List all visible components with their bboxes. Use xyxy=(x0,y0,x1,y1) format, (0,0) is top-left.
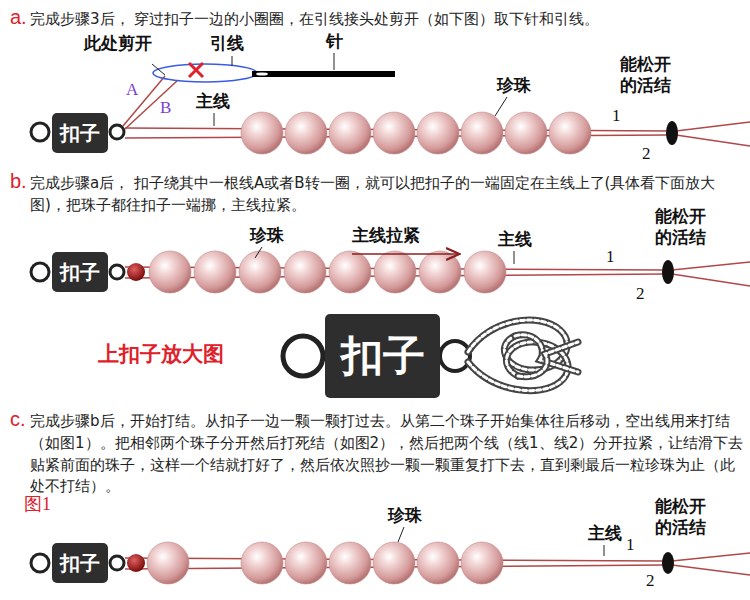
pearl xyxy=(461,542,503,584)
knot-label: 能松开的活结 xyxy=(620,54,673,97)
pearl xyxy=(285,112,327,154)
leader-line xyxy=(334,53,335,70)
clasp-ring xyxy=(110,265,124,279)
leader-line xyxy=(514,251,515,264)
callout-number: 2 xyxy=(646,571,655,591)
pearl xyxy=(373,542,415,584)
part-name: 主线 xyxy=(196,92,230,112)
thread-line xyxy=(676,122,750,131)
pearl xyxy=(194,251,236,293)
slip-knot xyxy=(662,552,674,574)
end-bead xyxy=(127,263,145,281)
thread-line xyxy=(672,274,750,286)
leader-line xyxy=(232,56,233,66)
step-letter: a. xyxy=(10,6,27,29)
clasp-box: 扣子 xyxy=(52,252,108,292)
clasp-label: 扣子 xyxy=(60,550,100,577)
step-letter: b. xyxy=(10,170,27,193)
clasp-ring xyxy=(31,263,49,281)
step-letter: c. xyxy=(10,408,26,431)
clasp-box: 扣子 xyxy=(52,543,108,583)
needle-eye xyxy=(256,72,268,75)
part-name: 主线 xyxy=(498,230,532,250)
pearl xyxy=(241,542,283,584)
part-name: 主线 xyxy=(588,524,622,544)
callout-number: 1 xyxy=(606,247,615,267)
thread-line xyxy=(672,565,750,575)
slip-knot xyxy=(662,260,674,284)
clasp-ring xyxy=(110,125,124,139)
instruction-text: 完成步骤b后，开始打结。从扣子一边一颗一颗打过去。从第二个珠子开始集体往后移动，… xyxy=(30,411,745,498)
clasp-label: 扣子 xyxy=(341,328,425,384)
pearl xyxy=(149,251,191,293)
figure-number: 图1 xyxy=(24,494,51,515)
slip-knot xyxy=(666,121,678,145)
clasp-box: 扣子 xyxy=(52,113,108,153)
cut-label: 此处剪开 xyxy=(84,34,152,54)
clasp-ring xyxy=(110,556,124,570)
clasp-box: 扣子 xyxy=(325,314,440,398)
pearl xyxy=(464,251,506,293)
leader-line xyxy=(495,97,507,116)
callout-number: 1 xyxy=(612,106,621,126)
end-bead xyxy=(127,554,145,572)
pearl xyxy=(147,542,189,584)
pearl xyxy=(285,542,327,584)
instruction-text: 完成步骤3后， 穿过扣子一边的小圈圈，在引线接头处剪开（如下图）取下针和引线。 xyxy=(30,9,745,31)
clasp-label: 扣子 xyxy=(60,259,100,286)
clasp-ring xyxy=(440,341,470,371)
knot-rope-core xyxy=(518,342,578,377)
thread-line xyxy=(672,553,750,561)
pearl xyxy=(329,112,371,154)
clasp-ring xyxy=(283,336,323,376)
callout-number: 1 xyxy=(626,535,635,555)
leader-line xyxy=(255,247,262,258)
thread-name: A xyxy=(126,80,138,100)
part-name: 珍珠 xyxy=(250,226,284,246)
pearl xyxy=(373,112,415,154)
pull-arrow xyxy=(352,253,458,255)
knot-label: 能松开的活结 xyxy=(655,206,708,249)
clasp-ring xyxy=(31,123,49,141)
instruction-text: 完成步骤a后， 扣子绕其中一根线A或者B转一圈，就可以把扣子的一端固定在主线上了… xyxy=(30,173,745,217)
part-name: 珍珠 xyxy=(388,506,422,526)
knot-label: 能松开的活结 xyxy=(655,496,708,539)
leader-line xyxy=(398,527,404,542)
pearl xyxy=(505,112,547,154)
pearl xyxy=(549,112,591,154)
leader-line xyxy=(214,113,215,126)
thread-line xyxy=(672,262,750,270)
pearl xyxy=(417,112,459,154)
pearl xyxy=(461,112,503,154)
pearl xyxy=(241,112,283,154)
part-name: 引线 xyxy=(210,34,244,54)
part-name: 珍珠 xyxy=(497,76,531,96)
figure-title: 上扣子放大图 xyxy=(98,342,224,366)
thread-b xyxy=(125,80,178,129)
part-name: 针 xyxy=(326,32,343,52)
pearl xyxy=(419,251,461,293)
needle xyxy=(252,71,395,77)
leader-line xyxy=(152,64,165,75)
cut-mark xyxy=(189,63,203,77)
callout-number: 2 xyxy=(636,284,645,304)
pearl xyxy=(239,251,281,293)
pearl xyxy=(284,251,326,293)
thread-name: B xyxy=(160,98,171,118)
clasp-ring xyxy=(31,554,49,572)
thread-a xyxy=(123,76,165,126)
pearl xyxy=(374,251,416,293)
callout-number: 2 xyxy=(642,144,651,164)
pearl xyxy=(329,542,371,584)
thread-loop xyxy=(153,64,257,82)
pearl xyxy=(329,251,371,293)
cut-mark xyxy=(189,63,203,77)
thread-line xyxy=(676,135,750,146)
leader-line xyxy=(604,545,605,556)
action-label: 主线拉紧 xyxy=(352,226,420,246)
pearl xyxy=(417,542,459,584)
knot-rope xyxy=(518,342,578,377)
clasp-label: 扣子 xyxy=(60,120,100,147)
